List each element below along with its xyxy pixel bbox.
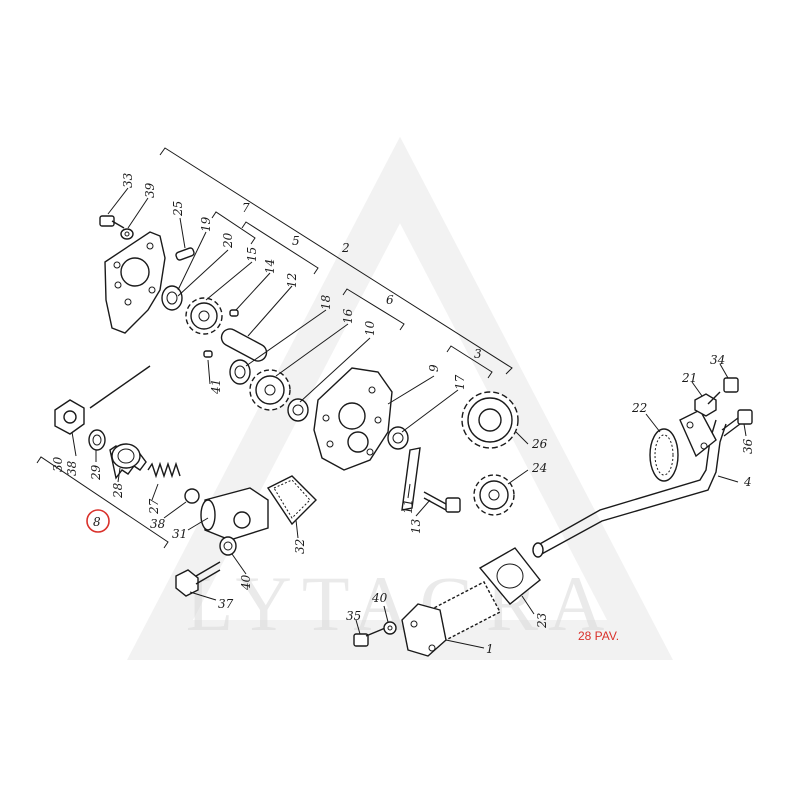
spring-28 bbox=[109, 443, 147, 480]
nut-21 bbox=[694, 393, 717, 417]
part-label-7: 7 bbox=[242, 201, 250, 215]
part-label-23: 23 bbox=[535, 612, 549, 629]
part-label-8: 8 bbox=[93, 515, 101, 529]
part-label-16: 16 bbox=[341, 308, 355, 324]
part-label-38-right: 38 bbox=[150, 517, 166, 531]
part-label-28: 28 bbox=[111, 482, 125, 499]
gear-15 bbox=[185, 297, 223, 335]
part-label-13: 13 bbox=[409, 518, 423, 534]
part-label-9: 9 bbox=[427, 364, 441, 372]
bolt-34 bbox=[707, 377, 739, 405]
part-label-11: 11 bbox=[401, 499, 415, 514]
rod bbox=[89, 365, 151, 409]
bushing-20 bbox=[161, 285, 183, 311]
part-label-41: 41 bbox=[209, 379, 223, 395]
part-label-33: 33 bbox=[121, 172, 135, 188]
bolt-37 bbox=[175, 561, 221, 597]
spring-27 bbox=[147, 461, 181, 479]
part-label-18: 18 bbox=[319, 294, 333, 310]
washer-39 bbox=[120, 228, 134, 240]
part-label-40-left: 40 bbox=[239, 574, 253, 591]
screen-22 bbox=[649, 428, 679, 482]
bolt-36 bbox=[721, 409, 753, 437]
bushing-10 bbox=[287, 398, 309, 422]
bracket-6 bbox=[342, 288, 405, 331]
bracket-7 bbox=[211, 211, 256, 245]
valve-body-31 bbox=[200, 487, 269, 541]
part-label-26: 26 bbox=[531, 437, 548, 451]
flange-4 bbox=[679, 409, 717, 458]
bushing-18 bbox=[229, 359, 251, 385]
gear-16 bbox=[249, 369, 291, 411]
gear-24 bbox=[473, 474, 515, 516]
highlight-circle-8 bbox=[86, 509, 110, 533]
part-label-19: 19 bbox=[199, 216, 213, 232]
key-14 bbox=[229, 309, 239, 317]
part-label-21: 21 bbox=[681, 371, 697, 385]
part-label-30: 30 bbox=[51, 456, 65, 472]
pin-25 bbox=[175, 247, 195, 261]
part-label-6: 6 bbox=[386, 293, 394, 307]
part-label-36: 36 bbox=[741, 438, 755, 454]
key-41 bbox=[203, 350, 213, 358]
ball-38 bbox=[184, 488, 200, 504]
part-label-20: 20 bbox=[221, 232, 235, 249]
strainer-32 bbox=[266, 475, 317, 526]
washer-40-left bbox=[219, 536, 237, 556]
pump-body bbox=[313, 367, 393, 471]
watermark-text: LYTAGRA bbox=[186, 560, 615, 647]
part-label-27: 27 bbox=[147, 498, 161, 515]
part-labels: 1 2 3 4 5 6 7 8 9 10 11 12 13 14 15 16 1… bbox=[51, 172, 755, 656]
part-label-25: 25 bbox=[171, 201, 185, 217]
part-label-38-left: 38 bbox=[65, 460, 79, 476]
washer-40-right bbox=[383, 621, 397, 635]
part-label-35: 35 bbox=[346, 609, 361, 623]
part-label-17: 17 bbox=[453, 374, 467, 390]
bolt-13 bbox=[423, 491, 461, 513]
group-brackets bbox=[36, 147, 513, 549]
bolt-33 bbox=[99, 215, 125, 229]
part-label-10: 10 bbox=[363, 320, 377, 336]
part-label-12: 12 bbox=[285, 273, 299, 288]
part-label-4: 4 bbox=[743, 475, 752, 489]
part-label-37: 37 bbox=[218, 597, 234, 611]
watermark: LYTAGRA bbox=[127, 136, 673, 660]
part-label-39: 39 bbox=[143, 182, 157, 198]
gasket-11 bbox=[401, 447, 421, 511]
part-label-15: 15 bbox=[245, 247, 259, 262]
part-label-2: 2 bbox=[341, 241, 350, 255]
watermark-triangle bbox=[127, 136, 673, 660]
part-label-22: 22 bbox=[631, 401, 647, 415]
leader-lines bbox=[71, 187, 747, 649]
part-label-31: 31 bbox=[172, 527, 187, 541]
gasket-23 bbox=[478, 547, 541, 605]
bracket-3 bbox=[446, 345, 493, 379]
sheet-label: 28 PAV. bbox=[578, 629, 619, 643]
part-label-24: 24 bbox=[531, 461, 547, 475]
nut-30 bbox=[54, 399, 85, 435]
part-label-34: 34 bbox=[710, 353, 725, 367]
bracket-8 bbox=[36, 456, 169, 549]
part-label-40-right: 40 bbox=[371, 591, 388, 605]
part-label-29: 29 bbox=[89, 464, 103, 481]
snap-ring-29 bbox=[88, 429, 106, 451]
part-label-1: 1 bbox=[486, 642, 494, 656]
bushing-17 bbox=[387, 426, 409, 450]
bracket-5 bbox=[241, 221, 319, 275]
part-label-32: 32 bbox=[293, 539, 307, 554]
part-label-14: 14 bbox=[263, 259, 277, 274]
part-label-3: 3 bbox=[474, 347, 482, 361]
gear-26 bbox=[461, 391, 519, 449]
bracket-2 bbox=[159, 147, 513, 375]
part-label-5: 5 bbox=[292, 234, 300, 248]
pump-cover-plate bbox=[104, 231, 166, 334]
